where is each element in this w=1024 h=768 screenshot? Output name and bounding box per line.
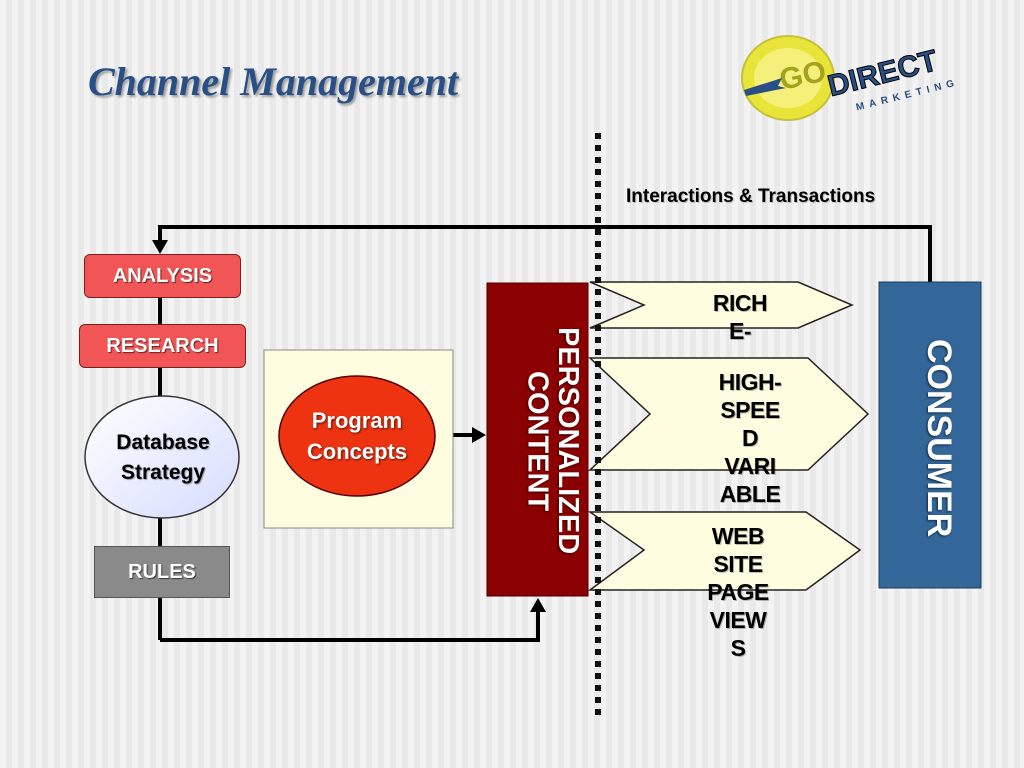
program-concepts-ellipse xyxy=(278,375,436,497)
personalized-content-box xyxy=(486,282,589,597)
personalized-line1: PERSONALIZED xyxy=(552,327,584,555)
web-line-1: WEB xyxy=(711,523,765,549)
database-strategy-label: Database Strategy xyxy=(92,428,234,488)
personalized-line2: CONTENT xyxy=(521,370,554,512)
rules-connector xyxy=(160,610,540,642)
high-line-4: VARI xyxy=(724,453,776,479)
high-line-5: ABLE xyxy=(719,481,781,507)
program-concepts-label: Program Concepts xyxy=(284,405,430,467)
web-line-2: SITE xyxy=(713,551,763,577)
consumer-box xyxy=(878,281,982,589)
high-line-3: D xyxy=(741,425,759,451)
consumer-label: CONSUMER xyxy=(920,338,958,538)
rules-box: RULES xyxy=(94,546,230,598)
go-direct-logo: GO DIRECT MARKETING xyxy=(741,35,960,121)
database-line1: Database xyxy=(116,431,210,454)
interactions-label: Interactions & Transactions xyxy=(626,186,876,207)
web-line-3: PAGE xyxy=(707,579,769,605)
web-line-4: VIEW xyxy=(709,607,767,633)
feedback-arrowhead xyxy=(152,240,168,254)
program-line2: Concepts xyxy=(306,439,408,464)
concept-arrowhead xyxy=(472,427,486,443)
high-line-2: SPEE xyxy=(720,397,780,423)
rules-arrowhead xyxy=(530,598,546,612)
arrow-text-high-speed: HIGH- SPEE D VARI ABLE xyxy=(700,368,800,512)
rich-line-1: RICH xyxy=(712,290,768,316)
research-box: RESEARCH xyxy=(79,324,246,368)
channel-arrow-rich-media xyxy=(589,281,854,329)
rich-line-2: E- xyxy=(729,318,752,344)
arrow-text-web-site: WEB SITE PAGE VIEW S xyxy=(688,522,788,662)
page-title: Channel Management xyxy=(88,59,459,104)
high-line-1: HIGH- xyxy=(718,369,782,395)
web-line-5: S xyxy=(730,635,746,661)
arrow-text-rich-media: RICH E- xyxy=(690,289,790,351)
program-line1: Program xyxy=(311,408,403,433)
channel-arrow-web-site xyxy=(587,511,862,591)
database-line2: Strategy xyxy=(120,461,206,484)
feedback-connector xyxy=(158,225,932,282)
database-strategy-ellipse xyxy=(84,395,240,519)
personalized-content-label: PERSONALIZED CONTENT xyxy=(493,296,584,586)
channel-arrow-high-speed xyxy=(588,357,870,471)
analysis-box: ANALYSIS xyxy=(84,254,241,298)
